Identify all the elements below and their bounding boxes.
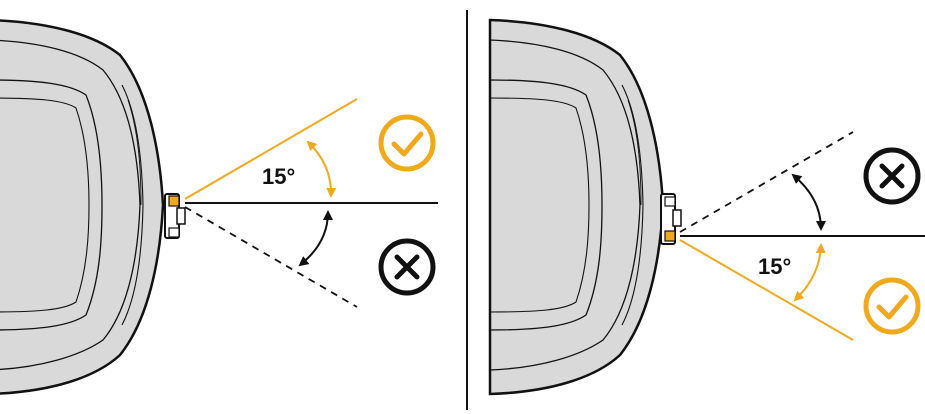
incorrect-angle-arc [298, 210, 333, 267]
check-circle-icon [378, 114, 436, 172]
incorrect-angle-line [184, 206, 358, 308]
correct-angle-arc [793, 243, 826, 302]
x-circle-icon [863, 147, 921, 205]
panel-left: 15° [0, 19, 438, 395]
correct-angle-line [679, 239, 854, 341]
incorrect-angle-arc [791, 173, 826, 231]
angle-label-right: 15° [758, 254, 791, 279]
sensor-mount [660, 193, 682, 245]
check-circle-icon [863, 277, 921, 335]
x-circle-icon [378, 238, 436, 296]
device-body [0, 19, 165, 395]
incorrect-angle-line [679, 131, 854, 233]
panel-right: 15° [488, 18, 925, 396]
correct-angle-arc [306, 140, 337, 198]
device-body [488, 18, 665, 396]
sensor-mount [164, 193, 186, 239]
angle-label-left: 15° [262, 164, 295, 189]
correct-angle-line [184, 98, 358, 200]
